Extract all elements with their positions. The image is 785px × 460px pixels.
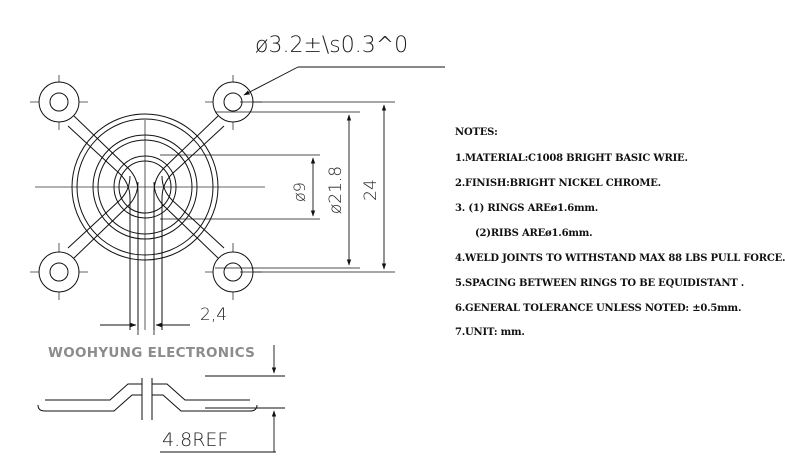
notes-title: NOTES: <box>455 127 498 138</box>
note-item: 4.WELD JOINTS TO WITHSTAND MAX 88 LBS PU… <box>455 253 785 264</box>
span-24-label: 24 <box>361 179 381 201</box>
diameter-9-label: ø9 <box>290 182 309 202</box>
note-item: 2.FINISH:BRIGHT NICKEL CHROME. <box>455 178 661 189</box>
guard-ribs <box>67 115 225 330</box>
dimension-lines <box>100 66 387 328</box>
height-ref-label: 4.8REF <box>162 429 228 451</box>
note-item: (2)RIBS AREø1.6mm. <box>475 228 593 239</box>
guard-rings <box>71 113 219 261</box>
note-item: 1.MATERIAL:C1008 BRIGHT BASIC WRIE. <box>455 153 688 164</box>
note-item: 3. (1) RINGS AREø1.6mm. <box>455 203 598 214</box>
height-dimension <box>160 345 285 453</box>
diameter-21-8-label: ø21.8 <box>326 166 346 214</box>
note-item: 7.UNIT: mm. <box>455 327 525 338</box>
brand-watermark: WOOHYUNG ELECTRONICS <box>48 345 256 361</box>
side-profile <box>37 378 258 420</box>
note-item: 6.GENERAL TOLERANCE UNLESS NOTED: ±0.5mm… <box>455 303 742 314</box>
extension-lines <box>137 101 395 335</box>
rib-gap-label: 2,4 <box>200 305 227 325</box>
note-item: 5.SPACING BETWEEN RINGS TO BE EQUIDISTAN… <box>455 278 745 289</box>
hole-diameter-label: ø3.2±\s0.3^0 <box>255 33 408 58</box>
mounting-eyelets <box>38 81 254 293</box>
